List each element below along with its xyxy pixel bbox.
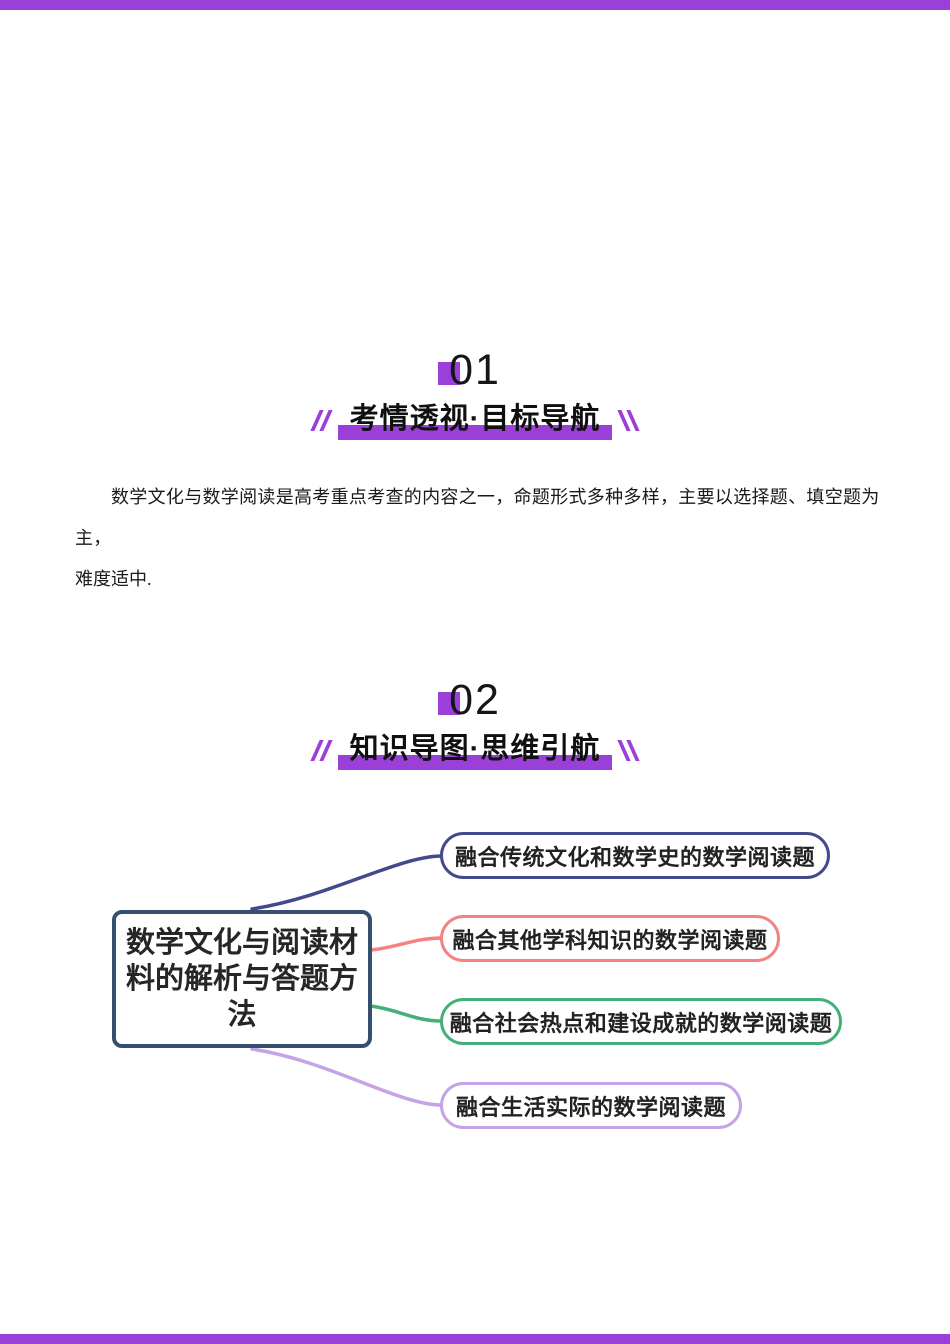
- section-title-row: 考情透视·目标导航: [302, 395, 649, 440]
- section-header-01: 01 考情透视·目标导航: [0, 346, 950, 440]
- number-accent-square: [438, 362, 461, 385]
- branch-node-label: 融合其他学科知识的数学阅读题: [452, 927, 768, 953]
- title-highlight-bar: [337, 425, 613, 440]
- section-title-wrap: 知识导图·思维引航: [337, 725, 613, 770]
- branch-node-label: 融合传统文化和数学史的数学阅读题: [454, 844, 815, 870]
- section-title: 考情透视·目标导航: [349, 403, 601, 435]
- section-number: 02: [449, 676, 501, 724]
- section-header-02: 02 知识导图·思维引航: [0, 676, 950, 770]
- connector-branch-1: [250, 854, 444, 911]
- connector-branch-2: [369, 936, 444, 952]
- right-slashes-icon: [617, 740, 640, 761]
- center-node-label: 数学文化与阅读材料的解析与答题方法: [126, 927, 359, 1031]
- left-slashes-icon: [310, 740, 333, 761]
- title-highlight-bar: [337, 755, 613, 770]
- section-title-wrap: 考情透视·目标导航: [337, 395, 613, 440]
- section-number-wrap: 01: [438, 346, 501, 394]
- paragraph-line: 难度适中.: [75, 569, 152, 589]
- left-slashes-icon: [310, 410, 333, 431]
- mindmap-branch-node: 融合生活实际的数学阅读题: [440, 1082, 742, 1129]
- intro-paragraph: 数学文化与数学阅读是高考重点考查的内容之一，命题形式多种多样，主要以选择题、填空…: [75, 477, 881, 600]
- number-accent-square: [438, 692, 461, 715]
- branch-node-label: 融合社会热点和建设成就的数学阅读题: [449, 1010, 833, 1036]
- connector-branch-3: [369, 1004, 444, 1023]
- paragraph-line: 数学文化与数学阅读是高考重点考查的内容之一，命题形式多种多样，主要以选择题、填空…: [75, 487, 880, 548]
- section-number: 01: [449, 346, 501, 394]
- connector-branch-4: [250, 1047, 444, 1107]
- mindmap-branch-node: 融合社会热点和建设成就的数学阅读题: [440, 998, 842, 1045]
- section-title-row: 知识导图·思维引航: [302, 725, 649, 770]
- section-title: 知识导图·思维引航: [349, 733, 601, 765]
- branch-node-label: 融合生活实际的数学阅读题: [455, 1094, 726, 1120]
- top-accent-bar: [0, 0, 950, 10]
- mindmap-center-node: 数学文化与阅读材料的解析与答题方法: [112, 910, 372, 1048]
- mindmap-branch-node: 融合其他学科知识的数学阅读题: [440, 915, 780, 962]
- section-number-wrap: 02: [438, 676, 501, 724]
- bottom-accent-bar: [0, 1334, 950, 1344]
- mindmap-branch-node: 融合传统文化和数学史的数学阅读题: [440, 832, 830, 879]
- right-slashes-icon: [617, 410, 640, 431]
